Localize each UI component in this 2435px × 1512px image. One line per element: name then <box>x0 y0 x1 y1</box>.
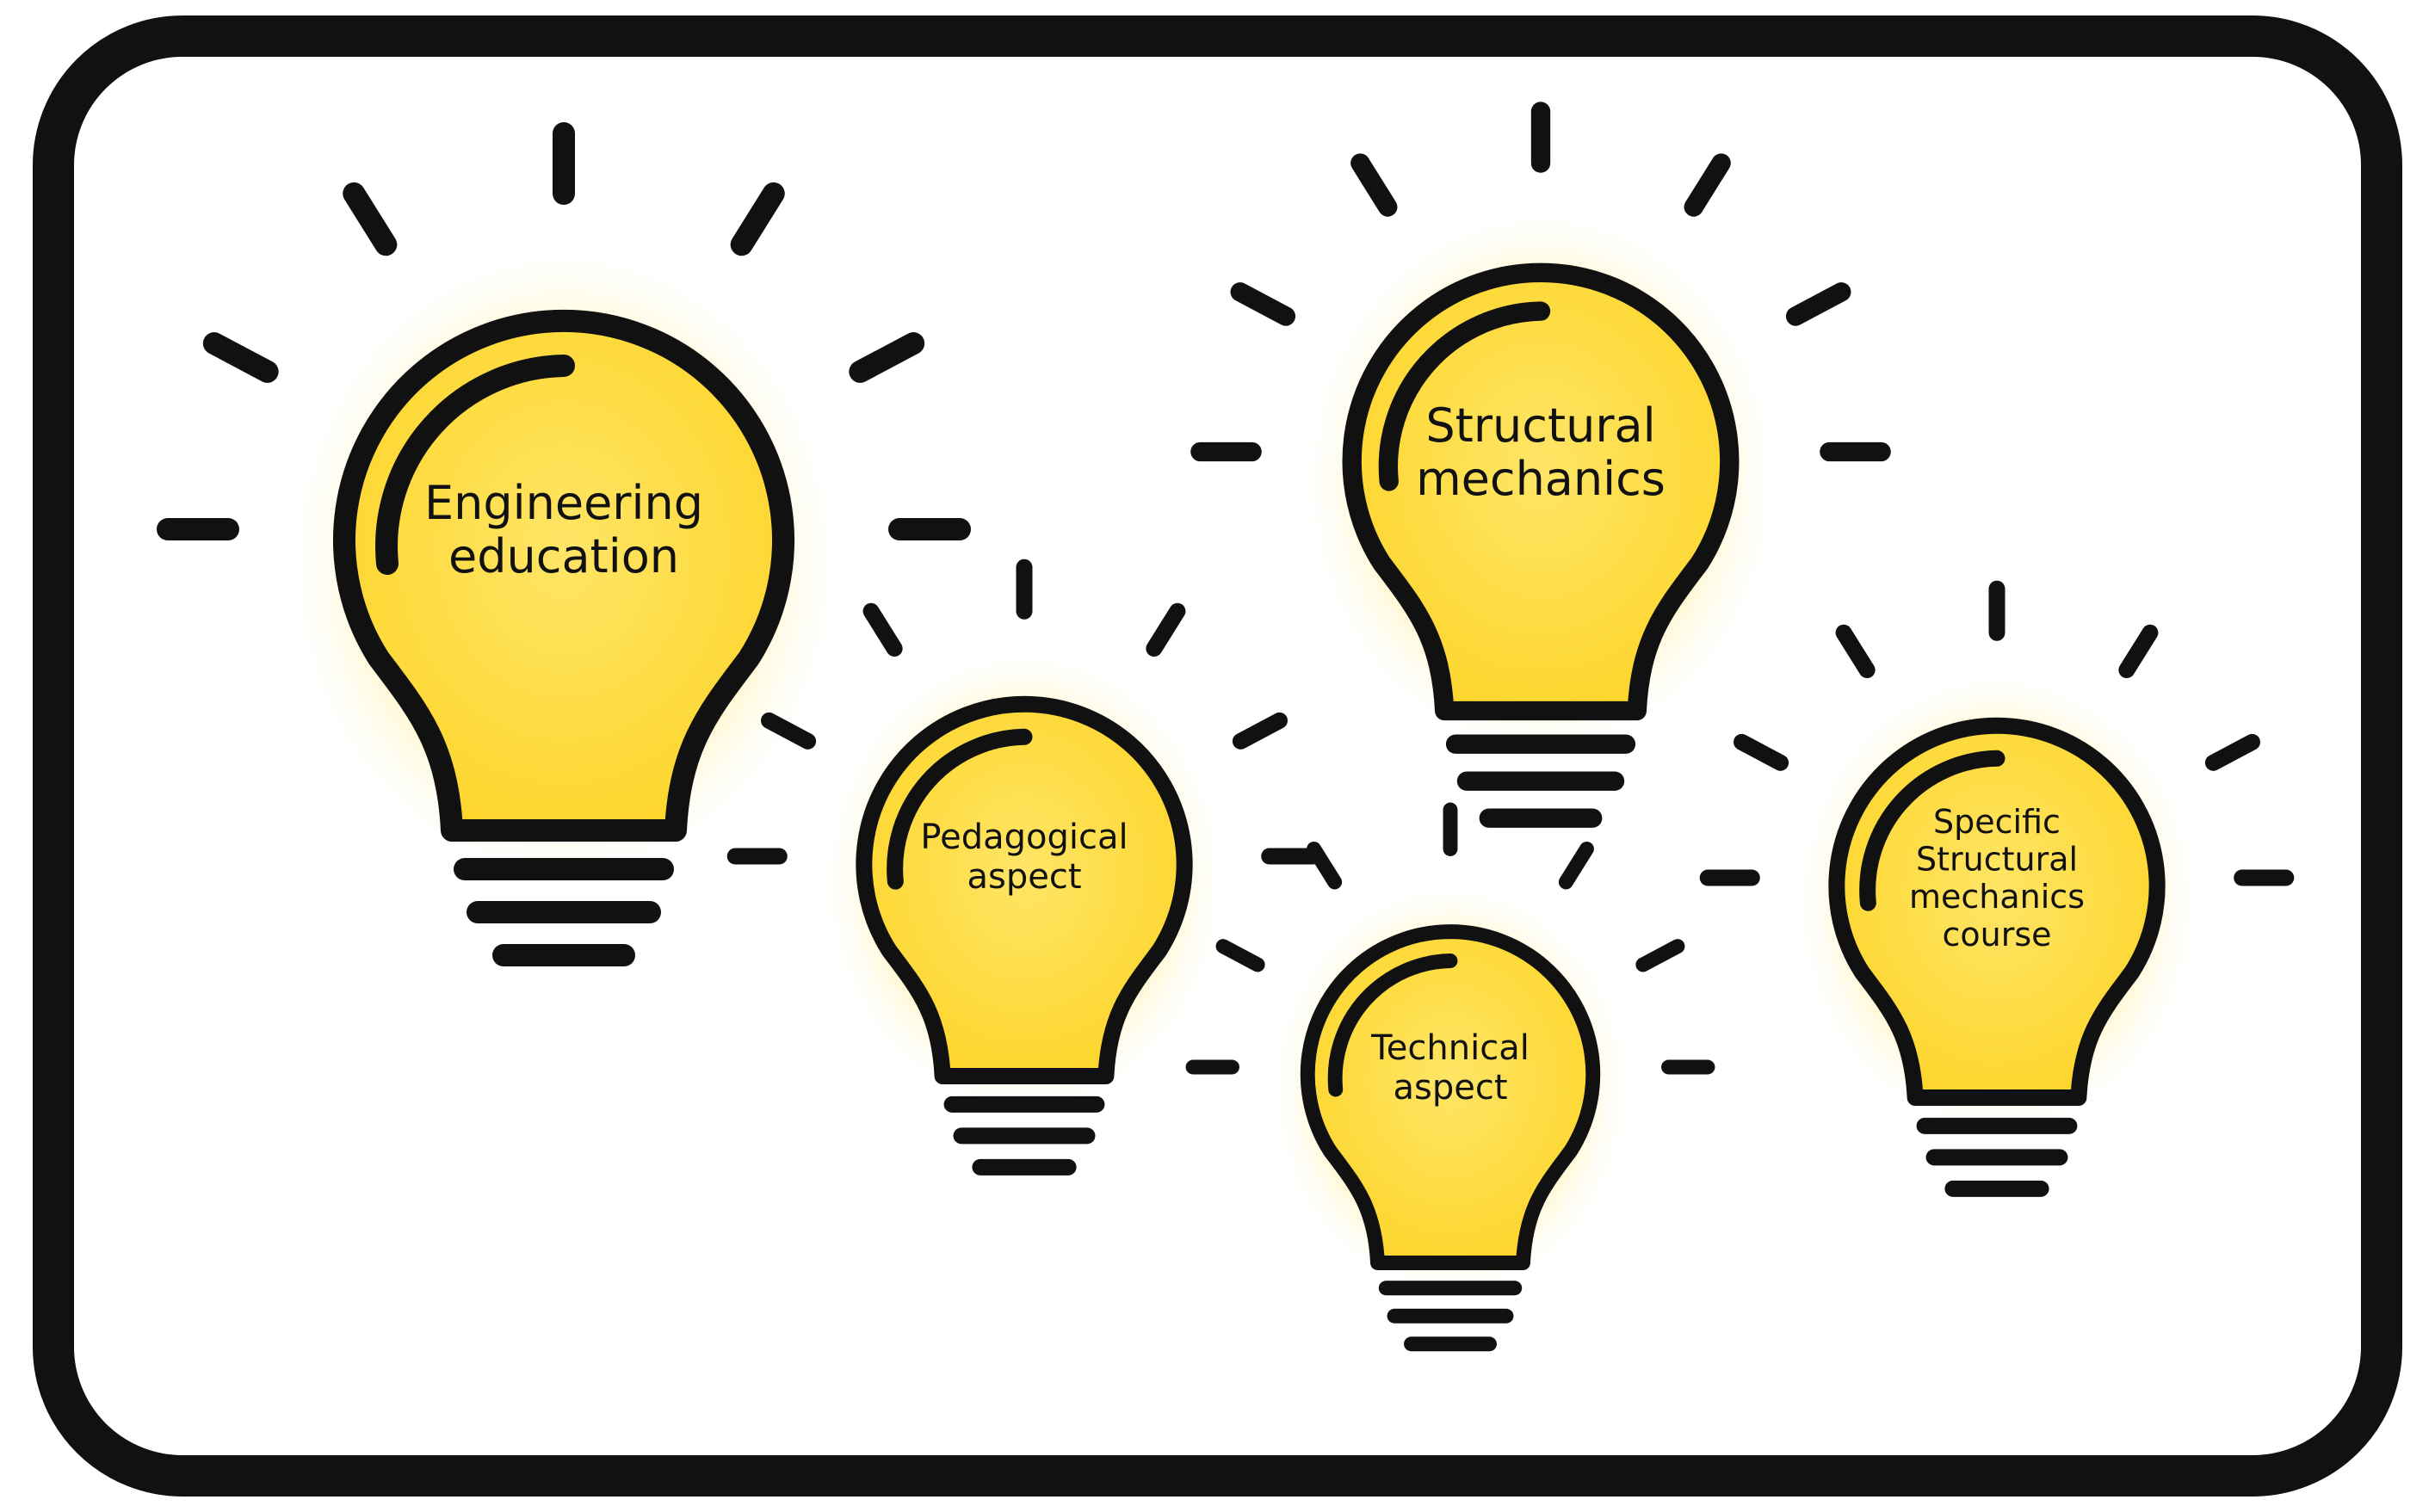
ray <box>343 182 398 256</box>
bulb-body <box>333 309 794 842</box>
bulb-label-line: Pedagogical <box>920 818 1128 857</box>
ray <box>1215 939 1265 972</box>
bulb-body <box>856 695 1193 1084</box>
bulb-base <box>1378 1281 1523 1352</box>
ray <box>761 712 817 750</box>
ray <box>862 602 903 657</box>
light-rays <box>726 559 1322 865</box>
bulb-body <box>1342 262 1740 721</box>
bulb-highlight-arc <box>1327 953 1458 1097</box>
bulb-body <box>1300 924 1601 1270</box>
bulb-base <box>1445 734 1636 828</box>
bulb-label-line: course <box>1942 916 2051 953</box>
ray <box>1635 939 1685 972</box>
bulb-highlight-arc <box>1859 750 2005 911</box>
light-rays <box>1190 102 1891 462</box>
ray <box>1785 282 1851 326</box>
ray <box>202 332 279 383</box>
bulb-label-line: Structural <box>1425 398 1655 453</box>
ray <box>1558 841 1594 890</box>
ray <box>1350 153 1398 217</box>
bulb-label-line: aspect <box>967 857 1081 897</box>
light-rays <box>1699 580 2295 886</box>
bulb-highlight-arc <box>375 355 575 575</box>
bulb-highlight-arc <box>887 728 1033 890</box>
light-rays <box>1185 802 1715 1075</box>
bulb-base <box>454 858 674 966</box>
ray <box>1230 282 1296 326</box>
ray <box>2118 624 2159 679</box>
ray <box>1146 602 1186 657</box>
bulb-label-line: Structural <box>1916 840 2078 878</box>
ray <box>1684 153 1731 217</box>
bulb-label-line: education <box>448 529 679 583</box>
bulb-label-line: Specific <box>1933 803 2061 841</box>
bulb-body <box>1828 717 2166 1106</box>
bulb-base <box>943 1095 1105 1176</box>
bulb-highlight-arc <box>1378 301 1551 491</box>
ray <box>1307 841 1343 890</box>
bulb-label-line: mechanics <box>1909 878 2085 916</box>
ray <box>2204 733 2260 771</box>
ray <box>1232 712 1288 750</box>
ray <box>1734 733 1789 771</box>
bulb-label-line: Engineering <box>424 476 703 530</box>
ray <box>849 332 925 383</box>
light-rays <box>157 122 971 540</box>
bulb-label-line: mechanics <box>1416 452 1666 506</box>
ray <box>730 182 785 256</box>
bulb-label-line: aspect <box>1393 1068 1507 1108</box>
bulb-label-line: Technical <box>1370 1028 1530 1068</box>
ray <box>1835 624 1876 679</box>
bulb-base <box>1916 1117 2078 1197</box>
